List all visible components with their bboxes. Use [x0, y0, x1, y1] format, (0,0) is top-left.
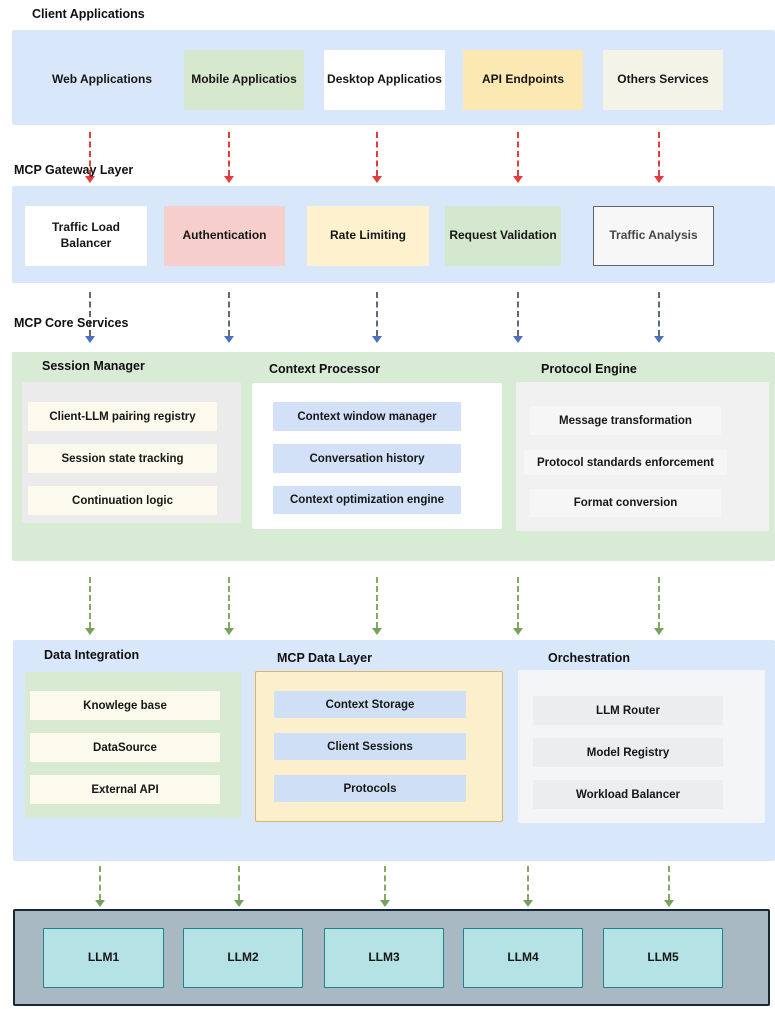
item-message-transformation[interactable]: Message transformation — [530, 406, 721, 435]
node-traffic-load-balancer[interactable]: Traffic Load Balancer — [25, 206, 147, 266]
node-api-endpoints[interactable]: API Endpoints — [463, 50, 583, 110]
node-llm4[interactable]: LLM4 — [463, 928, 583, 988]
arrow-core-to-data-5 — [654, 577, 664, 635]
node-llm1[interactable]: LLM1 — [43, 928, 164, 988]
node-mobile-applications[interactable]: Mobile Applicatios — [184, 50, 304, 110]
arrow-gateway-to-core-2 — [224, 292, 234, 343]
arrow-data-to-llm-4 — [523, 866, 533, 907]
item-client-llm-pairing-registry[interactable]: Client-LLM pairing registry — [28, 402, 217, 431]
item-client-sessions[interactable]: Client Sessions — [274, 733, 466, 760]
item-continuation-logic[interactable]: Continuation logic — [28, 486, 217, 515]
item-context-window-manager[interactable]: Context window manager — [273, 402, 461, 431]
node-llm3[interactable]: LLM3 — [324, 928, 444, 988]
arrow-gateway-to-core-4 — [513, 292, 523, 343]
node-request-validation[interactable]: Request Validation — [445, 206, 561, 266]
item-external-api[interactable]: External API — [30, 775, 220, 804]
arrow-core-to-data-2 — [224, 577, 234, 635]
arrow-client-to-gateway-3 — [372, 132, 382, 183]
column-title-protocol-engine: Protocol Engine — [541, 362, 637, 376]
layer-title-mcp-core-services: MCP Core Services — [14, 316, 129, 330]
layer-title-client-applications: Client Applications — [32, 7, 145, 21]
arrow-core-to-data-4 — [513, 577, 523, 635]
arrow-core-to-data-3 — [372, 577, 382, 635]
arrow-data-to-llm-5 — [664, 866, 674, 907]
column-title-orchestration: Orchestration — [548, 651, 630, 665]
node-others-services[interactable]: Others Services — [603, 50, 723, 110]
arrow-data-to-llm-2 — [234, 866, 244, 907]
item-workload-balancer[interactable]: Workload Balancer — [533, 780, 723, 809]
item-protocols[interactable]: Protocols — [274, 775, 466, 802]
node-desktop-applications[interactable]: Desktop Applicatios — [324, 50, 445, 110]
node-web-applications[interactable]: Web Applications — [51, 72, 152, 87]
item-model-registry[interactable]: Model Registry — [533, 738, 723, 767]
layer-title-mcp-gateway: MCP Gateway Layer — [14, 163, 134, 177]
item-session-state-tracking[interactable]: Session state tracking — [28, 444, 217, 473]
node-authentication[interactable]: Authentication — [164, 206, 285, 266]
node-traffic-analysis[interactable]: Traffic Analysis — [593, 206, 714, 266]
node-llm5[interactable]: LLM5 — [603, 928, 723, 988]
arrow-data-to-llm-3 — [380, 866, 390, 907]
item-conversation-history[interactable]: Conversation history — [273, 444, 461, 473]
arrow-client-to-gateway-5 — [654, 132, 664, 183]
arrow-gateway-to-core-3 — [372, 292, 382, 343]
arrow-client-to-gateway-4 — [513, 132, 523, 183]
arrow-core-to-data-1 — [85, 577, 95, 635]
item-format-conversion[interactable]: Format conversion — [530, 489, 721, 517]
node-llm2[interactable]: LLM2 — [183, 928, 303, 988]
item-llm-router[interactable]: LLM Router — [533, 696, 723, 725]
item-datasource[interactable]: DataSource — [30, 733, 220, 762]
column-title-session-manager: Session Manager — [42, 359, 145, 373]
column-title-data-integration: Data Integration — [44, 648, 140, 662]
arrow-gateway-to-core-5 — [654, 292, 664, 343]
item-context-optimization-engine[interactable]: Context optimization engine — [273, 486, 461, 514]
arrow-client-to-gateway-1 — [85, 132, 95, 183]
item-knowlege-base[interactable]: Knowlege base — [30, 691, 220, 720]
item-protocol-standards-enforcement[interactable]: Protocol standards enforcement — [524, 450, 727, 475]
arrow-client-to-gateway-2 — [224, 132, 234, 183]
column-title-mcp-data-layer: MCP Data Layer — [277, 651, 372, 665]
arrow-data-to-llm-1 — [95, 866, 105, 907]
arrow-gateway-to-core-1 — [85, 292, 95, 343]
column-title-context-processor: Context Processor — [269, 362, 381, 376]
node-rate-limiting[interactable]: Rate Limiting — [307, 206, 429, 266]
item-context-storage[interactable]: Context Storage — [274, 691, 466, 718]
